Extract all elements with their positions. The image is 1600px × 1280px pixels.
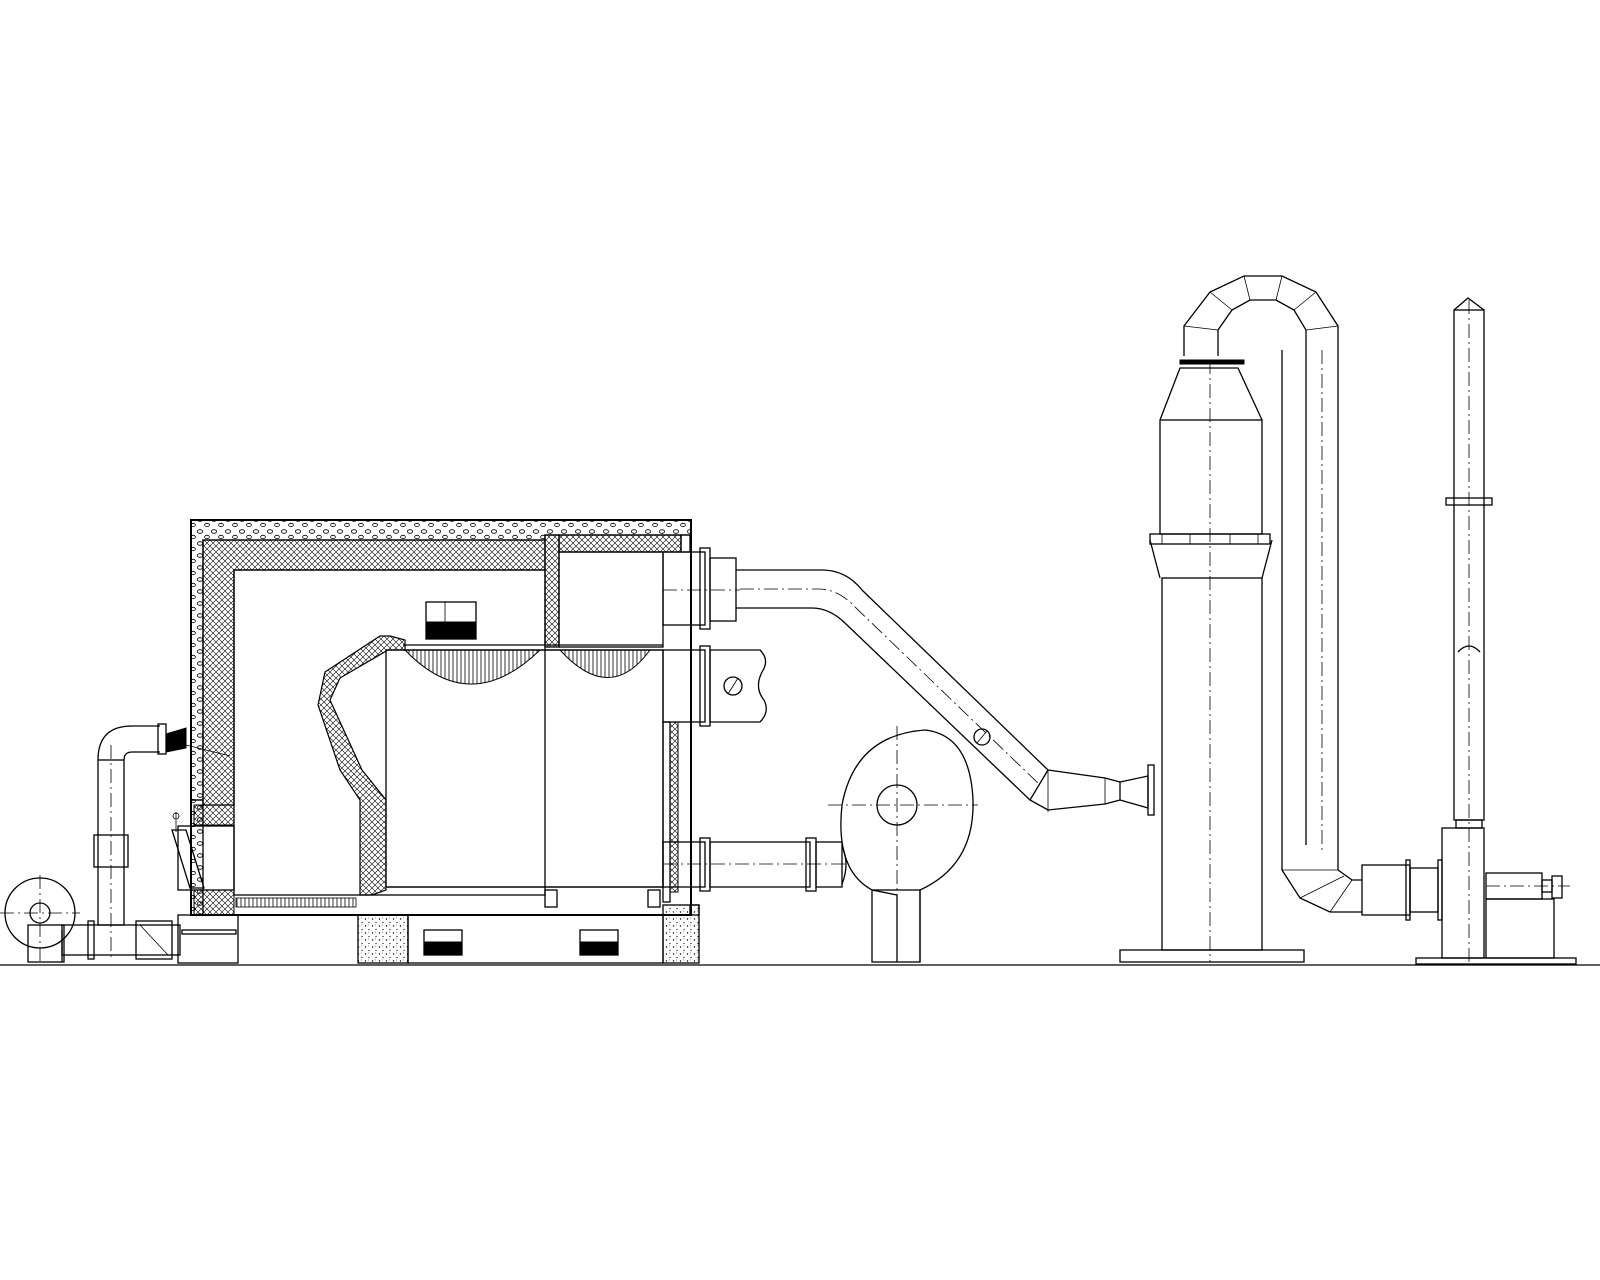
boiler-nozzles [662,547,847,892]
gooseneck-duct [1183,275,1443,921]
blower-unit [1485,872,1570,959]
induced-draft-fan [828,726,978,963]
chimney-stack [1415,297,1577,965]
flue-duct [736,569,1155,816]
dust-collector-tower [1119,359,1305,963]
foundations [177,904,700,964]
boiler-casing [171,519,692,916]
